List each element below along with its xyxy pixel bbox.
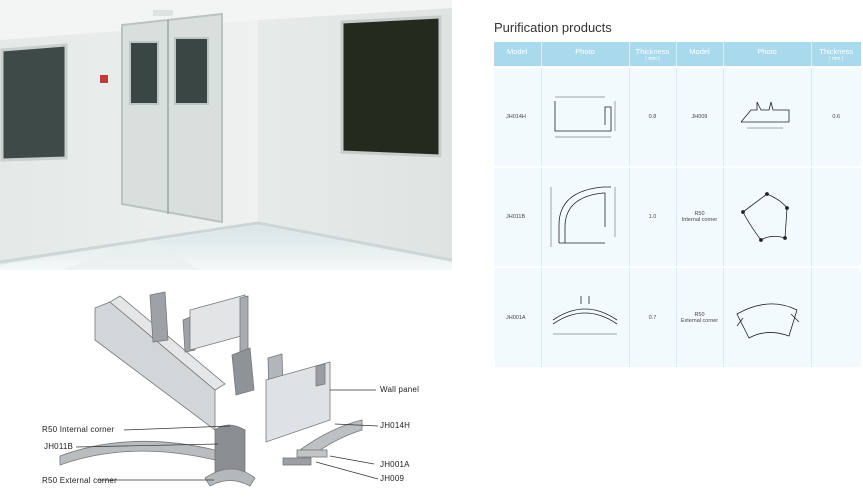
model-cell: JH011B — [494, 166, 542, 267]
thickness-cell: 1.0 — [629, 166, 677, 267]
model-cell: R50 Internal corner — [676, 166, 724, 267]
section-title: Purification products — [494, 20, 612, 35]
label-jh009: JH009 — [380, 474, 405, 483]
label-jh001a: JH001A — [380, 460, 410, 469]
label-wall-panel: Wall panel — [380, 385, 420, 394]
thickness-cell: 0.7 — [629, 266, 677, 367]
products-table: Model Photo Thickness( mm ) Model Photo … — [494, 42, 861, 367]
header-photo-2: Photo — [723, 42, 812, 67]
table-row: JH001A 0.7 R50 External corner — [494, 266, 861, 367]
thickness-cell — [811, 266, 861, 367]
thickness-cell: 0.8 — [629, 66, 677, 167]
profile-drawing-r50-internal-corner — [723, 166, 812, 267]
profile-drawing-r50-external-corner — [723, 266, 812, 367]
label-jh014h: JH014H — [380, 421, 411, 430]
profile-drawing-jh009 — [723, 66, 812, 167]
cleanroom-photo — [0, 0, 452, 270]
model-cell: R50 External corner — [676, 266, 724, 367]
profile-drawing-jh014h — [541, 66, 630, 167]
label-r50-external-corner: R50 External corner — [42, 476, 117, 485]
header-model-2: Model — [676, 42, 724, 67]
model-cell: JH009 — [676, 66, 724, 167]
header-photo: Photo — [541, 42, 630, 67]
label-jh011b: JH011B — [44, 442, 74, 451]
model-cell: JH014H — [494, 66, 542, 167]
label-r50-internal-corner: R50 Internal corner — [42, 425, 115, 434]
table-header-row: Model Photo Thickness( mm ) Model Photo … — [494, 42, 861, 67]
header-model: Model — [494, 42, 542, 67]
table-row: JH014H 0.8 JH009 0.6 — [494, 66, 861, 167]
header-thickness: Thickness( mm ) — [629, 42, 677, 67]
profile-drawing-jh001a — [541, 266, 630, 367]
model-cell: JH001A — [494, 266, 542, 367]
thickness-cell — [811, 166, 861, 267]
profile-drawing-jh011b — [541, 166, 630, 267]
table-row: JH011B 1.0 R50 Internal corner — [494, 166, 861, 267]
thickness-cell: 0.6 — [811, 66, 861, 167]
assembly-diagram: Wall panel R50 Internal corner JH014H JH… — [0, 280, 470, 497]
header-thickness-2: Thickness( mm ) — [811, 42, 861, 67]
